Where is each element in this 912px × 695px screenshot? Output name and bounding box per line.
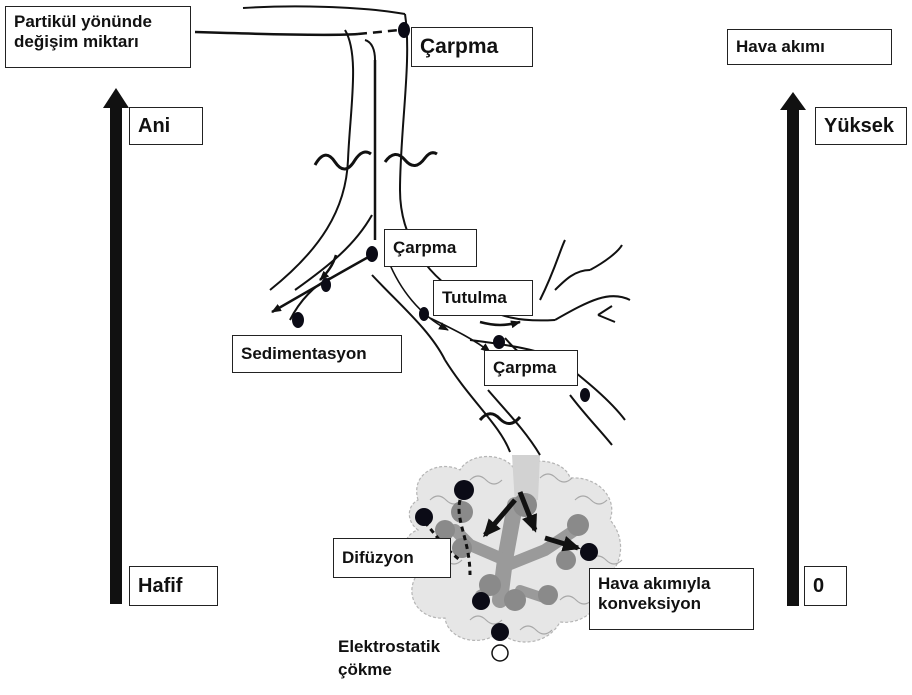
label-impaction-low: Çarpma xyxy=(484,350,578,386)
label-airflow: Hava akımı xyxy=(727,29,892,65)
label-high: Yüksek xyxy=(815,107,907,145)
label-diffusion: Difüzyon xyxy=(333,538,451,578)
label-sedimentation: Sedimentasyon xyxy=(232,335,402,373)
label-impaction-top: Çarpma xyxy=(411,27,533,67)
label-impaction-mid: Çarpma xyxy=(384,229,477,267)
label-convection: Hava akımıyla konveksiyon xyxy=(589,568,754,630)
label-interception: Tutulma xyxy=(433,280,533,316)
label-particle-direction-change: Partikül yönünde değişim miktarı xyxy=(5,6,191,68)
right-scale-arrow xyxy=(780,92,806,606)
left-scale-arrow xyxy=(103,88,129,604)
label-electrostatic: Elektrostatik çökme xyxy=(338,636,478,682)
label-sudden: Ani xyxy=(129,107,203,145)
label-zero: 0 xyxy=(804,566,847,606)
label-mild: Hafif xyxy=(129,566,218,606)
